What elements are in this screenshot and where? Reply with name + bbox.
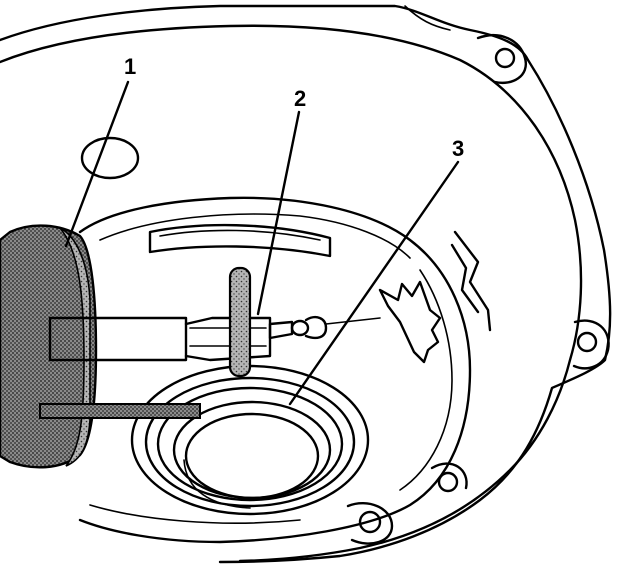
leader-line-2 xyxy=(256,110,301,316)
callout-3: 3 xyxy=(452,136,464,161)
bolt-hole-right xyxy=(572,319,610,370)
housing-outer-flange xyxy=(0,4,612,564)
puller-adapter xyxy=(268,316,381,340)
leader-line-1 xyxy=(64,80,130,248)
internal-web xyxy=(378,230,492,364)
bolt-hole-top-right xyxy=(476,34,528,85)
slide-hammer-weight xyxy=(0,224,98,469)
leader-line-3 xyxy=(288,160,460,406)
callout-1: 1 xyxy=(124,54,136,79)
bolt-hole-bottom-right xyxy=(430,462,468,493)
bolt-hole-top-left xyxy=(80,136,140,180)
housing-inner-bore xyxy=(78,196,472,544)
puller-cross-pin xyxy=(228,266,252,378)
bolt-hole-bottom xyxy=(346,502,394,545)
slide-hammer-handle xyxy=(39,403,201,419)
callout-2: 2 xyxy=(294,86,306,111)
bearing-race xyxy=(130,364,370,516)
internal-slot xyxy=(148,223,332,258)
